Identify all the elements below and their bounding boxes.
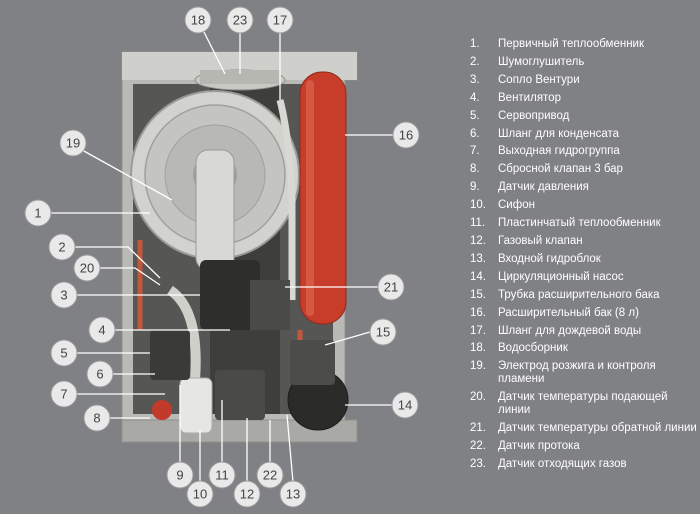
- callout-11: 11: [208, 461, 236, 489]
- svg-text:3: 3: [60, 288, 67, 303]
- legend-item: 9.Датчик давления: [470, 181, 589, 194]
- leader-lines: [50, 19, 393, 483]
- callout-5: 5: [50, 339, 78, 367]
- legend-item: 8.Сбросной клапан 3 бар: [470, 163, 623, 176]
- svg-text:9: 9: [176, 468, 183, 483]
- svg-text:13: 13: [286, 487, 300, 502]
- svg-text:11: 11: [215, 468, 229, 483]
- legend-item: 23.Датчик отходящих газов: [470, 458, 627, 471]
- callout-4: 4: [88, 316, 116, 344]
- legend-item: 15.Трубка расширительного бака: [470, 288, 660, 301]
- svg-text:20: 20: [80, 261, 94, 276]
- svg-text:7: 7: [60, 387, 67, 402]
- legend-item: 16.Расширительный бак (8 л): [470, 306, 639, 319]
- legend-item: 2.Шумоглушитель: [470, 55, 585, 68]
- callout-12: 12: [233, 480, 261, 508]
- svg-text:2: 2: [58, 240, 65, 255]
- callouts: 18 23 17 19 1 2 20 3 4 5 6 7 8 9 10 11 1…: [24, 6, 420, 508]
- svg-text:22: 22: [263, 468, 277, 483]
- callout-23: 23: [226, 6, 254, 34]
- boiler-illustration: [121, 51, 358, 443]
- legend-item: 18.Водосборник: [470, 342, 568, 355]
- callout-20: 20: [73, 254, 101, 282]
- legend-item: 10.Сифон: [470, 199, 535, 212]
- callout-10: 10: [186, 480, 214, 508]
- callout-9: 9: [166, 461, 194, 489]
- callout-6: 6: [86, 360, 114, 388]
- legend-item: 17.Шланг для дождевой воды: [470, 324, 642, 337]
- callout-2: 2: [48, 233, 76, 261]
- legend-item: 19.Электрод розжига и контроля пламени: [470, 360, 656, 386]
- svg-text:17: 17: [273, 13, 287, 28]
- callout-19: 19: [59, 129, 87, 157]
- svg-text:12: 12: [240, 487, 254, 502]
- callout-18: 18: [184, 6, 212, 34]
- callout-14: 14: [391, 391, 419, 419]
- svg-text:10: 10: [193, 487, 207, 502]
- legend-item: 12.Газовый клапан: [470, 234, 583, 247]
- svg-text:8: 8: [93, 411, 100, 426]
- svg-text:23: 23: [233, 13, 247, 28]
- svg-text:6: 6: [96, 367, 103, 382]
- legend-item: 13.Входной гидроблок: [470, 252, 601, 265]
- svg-text:18: 18: [191, 13, 205, 28]
- legend-item: 5.Сервопривод: [470, 109, 570, 122]
- svg-text:1: 1: [34, 206, 41, 221]
- legend-item: 1.Первичный теплообменник: [470, 38, 645, 50]
- callout-13: 13: [279, 480, 307, 508]
- legend-item: 14.Циркуляционный насос: [470, 270, 624, 283]
- svg-text:14: 14: [398, 398, 412, 413]
- svg-text:15: 15: [376, 325, 390, 340]
- callout-8: 8: [83, 404, 111, 432]
- legend-item: 4.Вентилятор: [470, 91, 561, 104]
- legend-item: 22.Датчик протока: [470, 440, 580, 453]
- svg-text:4: 4: [98, 323, 105, 338]
- svg-text:21: 21: [384, 280, 398, 295]
- svg-text:19: 19: [66, 136, 80, 151]
- legend-item: 11.Пластинчатый теплообменник: [470, 217, 661, 230]
- callout-16: 16: [392, 121, 420, 149]
- parts-legend: 1.Первичный теплообменник 2.Шумоглушител…: [470, 36, 698, 474]
- callout-7: 7: [50, 380, 78, 408]
- svg-text:5: 5: [60, 346, 67, 361]
- legend-item: 7.Выходная гидрогруппа: [470, 145, 620, 158]
- legend-item: 6.Шланг для конденсата: [470, 127, 620, 140]
- callout-1: 1: [24, 199, 52, 227]
- legend-item: 21.Датчик температуры обратной линии: [470, 422, 697, 435]
- callout-15: 15: [369, 318, 397, 346]
- callout-17: 17: [266, 6, 294, 34]
- callout-22: 22: [256, 461, 284, 489]
- svg-text:16: 16: [399, 128, 413, 143]
- callout-21: 21: [377, 273, 405, 301]
- legend-item: 3.Сопло Вентури: [470, 73, 580, 86]
- callout-3: 3: [50, 281, 78, 309]
- legend-item: 20.Датчик температуры подающей линии: [470, 391, 668, 417]
